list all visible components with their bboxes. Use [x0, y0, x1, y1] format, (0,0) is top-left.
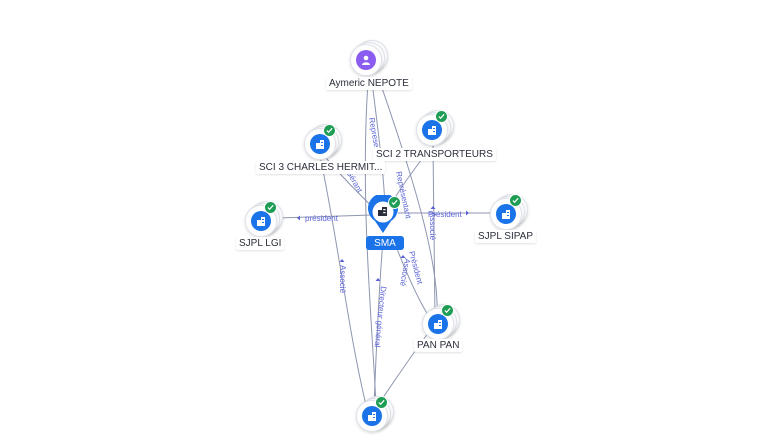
edge-label-president-left: président [305, 214, 339, 223]
arrow-president-left [297, 215, 300, 221]
arrow-associe-pan [400, 255, 406, 258]
arrow-directeur [375, 278, 381, 281]
building-icon [251, 211, 271, 231]
edge-sjpllgi-sma [277, 214, 373, 219]
center-node-label[interactable]: SMA [366, 236, 404, 250]
building-icon [428, 314, 448, 334]
person-icon [356, 50, 376, 70]
edge-label-associe-left: Associé [338, 265, 347, 294]
building-icon [496, 204, 516, 224]
node-label: SCI 2 TRANSPORTEURS [373, 148, 496, 161]
building-icon [422, 120, 442, 140]
node-label: SJPL LGI [236, 237, 285, 250]
building-icon [362, 406, 382, 426]
center-node-sma[interactable] [366, 193, 401, 235]
node-label: SJPL SIPAP [475, 230, 537, 243]
arrow-associe-right [430, 206, 436, 209]
edge-aymeric-panpan [379, 81, 438, 319]
verified-check-icon [264, 201, 277, 214]
verified-check-icon [435, 110, 448, 123]
edge-sci3-bottom [319, 155, 367, 406]
edge-label-directeur: Directeur général [373, 286, 388, 348]
edge-aymeric-bottom [364, 81, 377, 406]
arrow-president-right [466, 210, 469, 216]
verified-check-icon [441, 304, 454, 317]
node-label: SCI 3 CHARLES HERMIT... [256, 161, 386, 174]
node-label: Aymeric NEPOTE [326, 77, 412, 90]
edge-label-associe-right: Associé [428, 212, 437, 241]
verified-check-icon [509, 194, 522, 207]
edge-sci2-panpan [432, 145, 436, 319]
verified-check-icon [323, 124, 336, 137]
arrow-associe-left [339, 259, 345, 262]
verified-check-icon [375, 396, 388, 409]
edge-label-president-right: Président [428, 210, 463, 219]
verified-check-icon [388, 196, 401, 209]
node-label: PAN PAN [414, 339, 463, 352]
building-icon [310, 134, 330, 154]
